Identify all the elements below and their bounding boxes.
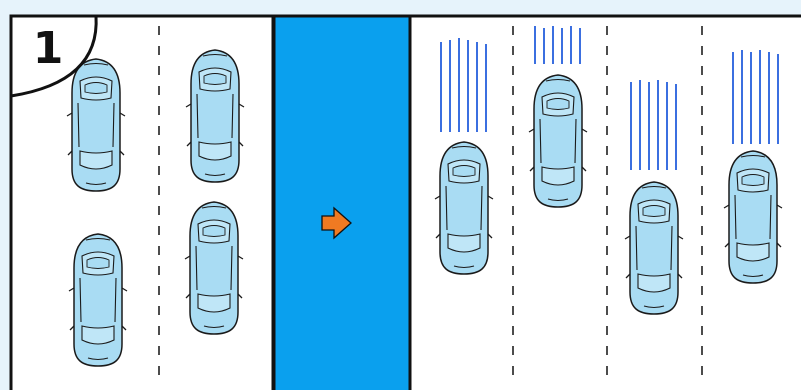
car-icon — [185, 202, 243, 334]
step-number: 1 — [33, 23, 64, 74]
car-icon — [69, 234, 127, 366]
transition-bar — [274, 16, 410, 390]
car-icon — [67, 59, 125, 191]
car-icon — [529, 75, 587, 207]
car-icon — [625, 182, 683, 314]
car-icon — [186, 50, 244, 182]
car-icon — [435, 142, 493, 274]
car-icon — [724, 151, 782, 283]
